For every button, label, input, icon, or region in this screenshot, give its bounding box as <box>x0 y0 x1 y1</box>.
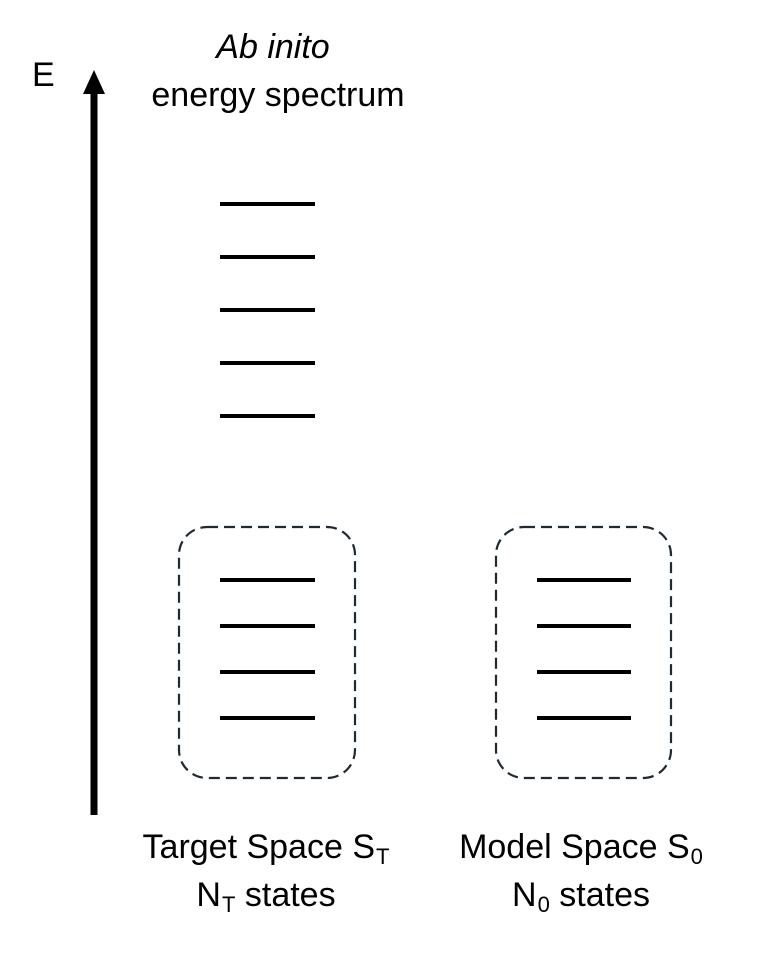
model-space-count: N0 states <box>512 876 650 917</box>
upper-levels <box>220 202 315 418</box>
target-space-levels <box>220 578 315 720</box>
spectrum-title-line2: energy spectrum <box>151 76 405 114</box>
target-space-count: NT states <box>196 876 336 917</box>
energy-axis-arrowhead <box>83 70 105 94</box>
target-space-box <box>177 525 357 780</box>
energy-axis-label: E <box>32 56 55 94</box>
spectrum-title-line1: Ab inito <box>216 28 330 66</box>
model-space-label: Model Space S0 <box>459 828 703 869</box>
model-space-box <box>494 525 673 780</box>
target-space-label: Target Space ST <box>142 828 390 869</box>
model-space-levels <box>537 578 631 720</box>
